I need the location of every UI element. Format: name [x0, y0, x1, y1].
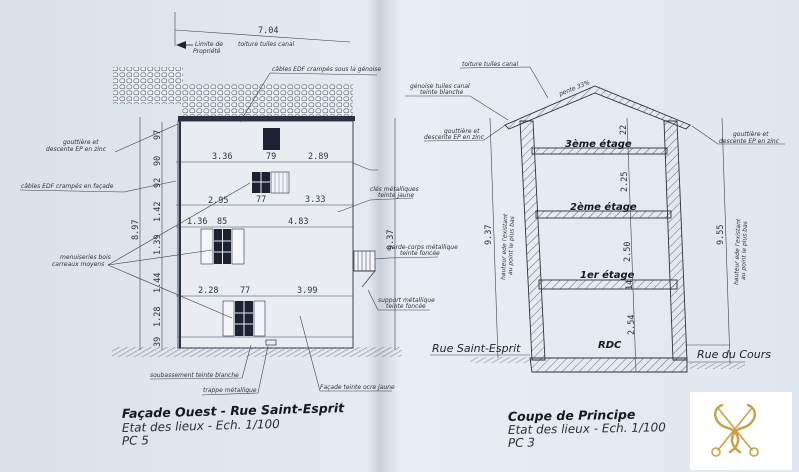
right-height-dim: 9.55 — [716, 225, 726, 245]
ground-hatch — [112, 347, 402, 357]
note-genoise-2: teinte blanche — [420, 89, 464, 96]
note-gutter-left-2: descente EP en zinc — [424, 134, 485, 141]
dim-row3-mid: 85 — [217, 217, 227, 227]
left-height-label-2: au point le plus bas — [507, 216, 516, 275]
floor-label-2: 2ème étage — [570, 201, 637, 213]
floor-label-1: 1er étage — [580, 269, 635, 281]
window-top — [263, 128, 280, 150]
street-right: Rue du Cours — [697, 348, 771, 361]
floor-label-3: 3ème étage — [565, 138, 632, 150]
right-height-dim: 9.37 — [386, 230, 396, 250]
note-support-1: support métallique — [378, 297, 435, 304]
dim-row4-mid: 77 — [240, 286, 250, 296]
facade-subtitle: Etat des lieux - Ech. 1/100 — [122, 417, 281, 435]
note-base: soubassement teinte blanche — [150, 372, 239, 379]
slab-2 — [535, 210, 672, 219]
total-height-dim: 8.97 — [131, 220, 141, 240]
roof-width-label: toiture tuiles canal — [238, 41, 295, 48]
facade-title: Façade Ouest - Rue Saint-Esprit — [122, 400, 346, 421]
vdim-1: 97 — [153, 130, 163, 140]
logo — [690, 392, 792, 470]
dim-row4-right: 3.99 — [297, 286, 317, 296]
note-facade-color: Façade teinte ocre jaune — [320, 384, 395, 391]
note-hatch: trappe métallique — [203, 387, 257, 394]
balcony — [353, 250, 376, 288]
vdim-2: 90 — [153, 156, 163, 166]
street-left-ground — [470, 357, 530, 363]
section-annotations: toiture tuiles canal génoise tuiles cana… — [405, 61, 785, 145]
roof-dimension-line — [174, 29, 351, 43]
neighbor-roof — [113, 67, 183, 104]
roof-width-dim: 7.04 — [258, 26, 278, 36]
note-cables-genoise: câbles EDF crampés sous la génoise — [272, 66, 381, 73]
scissors-monogram-icon — [711, 403, 759, 457]
vdim-8: 39 — [153, 337, 163, 347]
street-left: Rue Saint-Esprit — [432, 342, 521, 355]
left-height-label-1: hauteur ede l'existant — [500, 213, 509, 280]
inner-dim-5: 2.54 — [627, 315, 637, 335]
inner-dim-1: 22 — [619, 125, 629, 135]
dim-row1-left: 3.36 — [212, 152, 232, 162]
facade-ref: PC 5 — [122, 433, 149, 448]
window-3 — [200, 228, 245, 265]
inner-dim-line — [626, 117, 637, 373]
roof-tiles — [182, 84, 353, 116]
note-gutter-left-1: gouttière et — [444, 128, 480, 135]
note-support-2: teinte foncée — [386, 303, 426, 310]
dim-row2-mid: 77 — [256, 195, 266, 205]
vdim-4: 1.42 — [153, 202, 163, 222]
note-gutter-2: descente EP en zinc — [46, 146, 107, 153]
note-keys-2: teinte jaune — [378, 192, 414, 199]
window-4 — [222, 300, 266, 337]
genoise — [178, 116, 355, 121]
property-limit-label-2: Propriété — [193, 48, 221, 55]
note-genoise-1: génoise tuiles canal — [410, 83, 470, 90]
slab-3 — [531, 147, 668, 155]
section-roof — [504, 85, 691, 130]
note-joinery-1: menuiseries bois — [60, 254, 111, 261]
note-gutter-right-2: descente EP en zinc — [719, 138, 780, 145]
right-height-label-2: au point le plus bas — [740, 221, 749, 280]
vdim-7: 1.28 — [153, 307, 163, 327]
right-height-label-1: hauteur ede l'existant — [733, 218, 742, 285]
slab-1 — [538, 279, 678, 290]
section-drawing: pente 33% 3ème étage 2ème étage 1er étag… — [405, 61, 785, 450]
inner-dim-3: 2.50 — [623, 242, 633, 262]
note-gutter-right-1: gouttière et — [733, 131, 769, 138]
dim-row1-mid: 79 — [266, 152, 276, 162]
vdim-3: 92 — [153, 178, 163, 188]
section-subtitle: Etat des lieux - Ech. 1/100 — [508, 420, 667, 437]
note-railing-2: teinte foncée — [400, 250, 440, 257]
inner-dim-4: 14 — [625, 280, 635, 290]
floor-label-rdc: RDC — [598, 340, 622, 351]
note-railing-1: garde-corps métallique — [388, 244, 458, 251]
note-cables-facade: câbles EDF crampés en façade — [21, 183, 114, 190]
dim-row1-right: 2.89 — [308, 152, 328, 162]
facade-elevation: 7.04 toiture tuiles canal Limite de Prop… — [19, 12, 458, 448]
vertical-dimensions: 8.97 97 90 92 1.42 1.39 1.44 1.28 39 9.3… — [131, 117, 396, 350]
vdim-6: 1.44 — [153, 273, 163, 293]
vdim-5: 1.39 — [153, 235, 163, 255]
arrow-left-icon — [176, 41, 186, 49]
street-right-ground — [690, 363, 745, 369]
note-gutter-1: gouttière et — [63, 139, 99, 146]
foundation-slab — [529, 357, 688, 373]
note-joinery-2: carreaux moyens — [52, 261, 104, 268]
note-keys-1: clés métalliques — [370, 186, 419, 193]
property-limit-label-1: Limite de — [195, 41, 223, 48]
left-height-dim: 9.37 — [484, 225, 494, 245]
dim-row3-left: 1.36 — [187, 217, 207, 227]
note-roof: toiture tuiles canal — [462, 61, 519, 68]
window-2 — [252, 171, 290, 194]
metal-hatch — [265, 339, 277, 346]
facade-annotations: gouttière et descente EP en zinc câbles … — [19, 66, 458, 396]
dim-row4-left: 2.28 — [198, 286, 218, 296]
section-ref: PC 3 — [508, 436, 535, 450]
inner-dim-2: 2.25 — [620, 172, 630, 192]
section-title: Coupe de Principe — [508, 407, 636, 424]
dim-row3-right: 4.83 — [288, 217, 308, 227]
dim-row2-right: 3.33 — [305, 195, 325, 205]
